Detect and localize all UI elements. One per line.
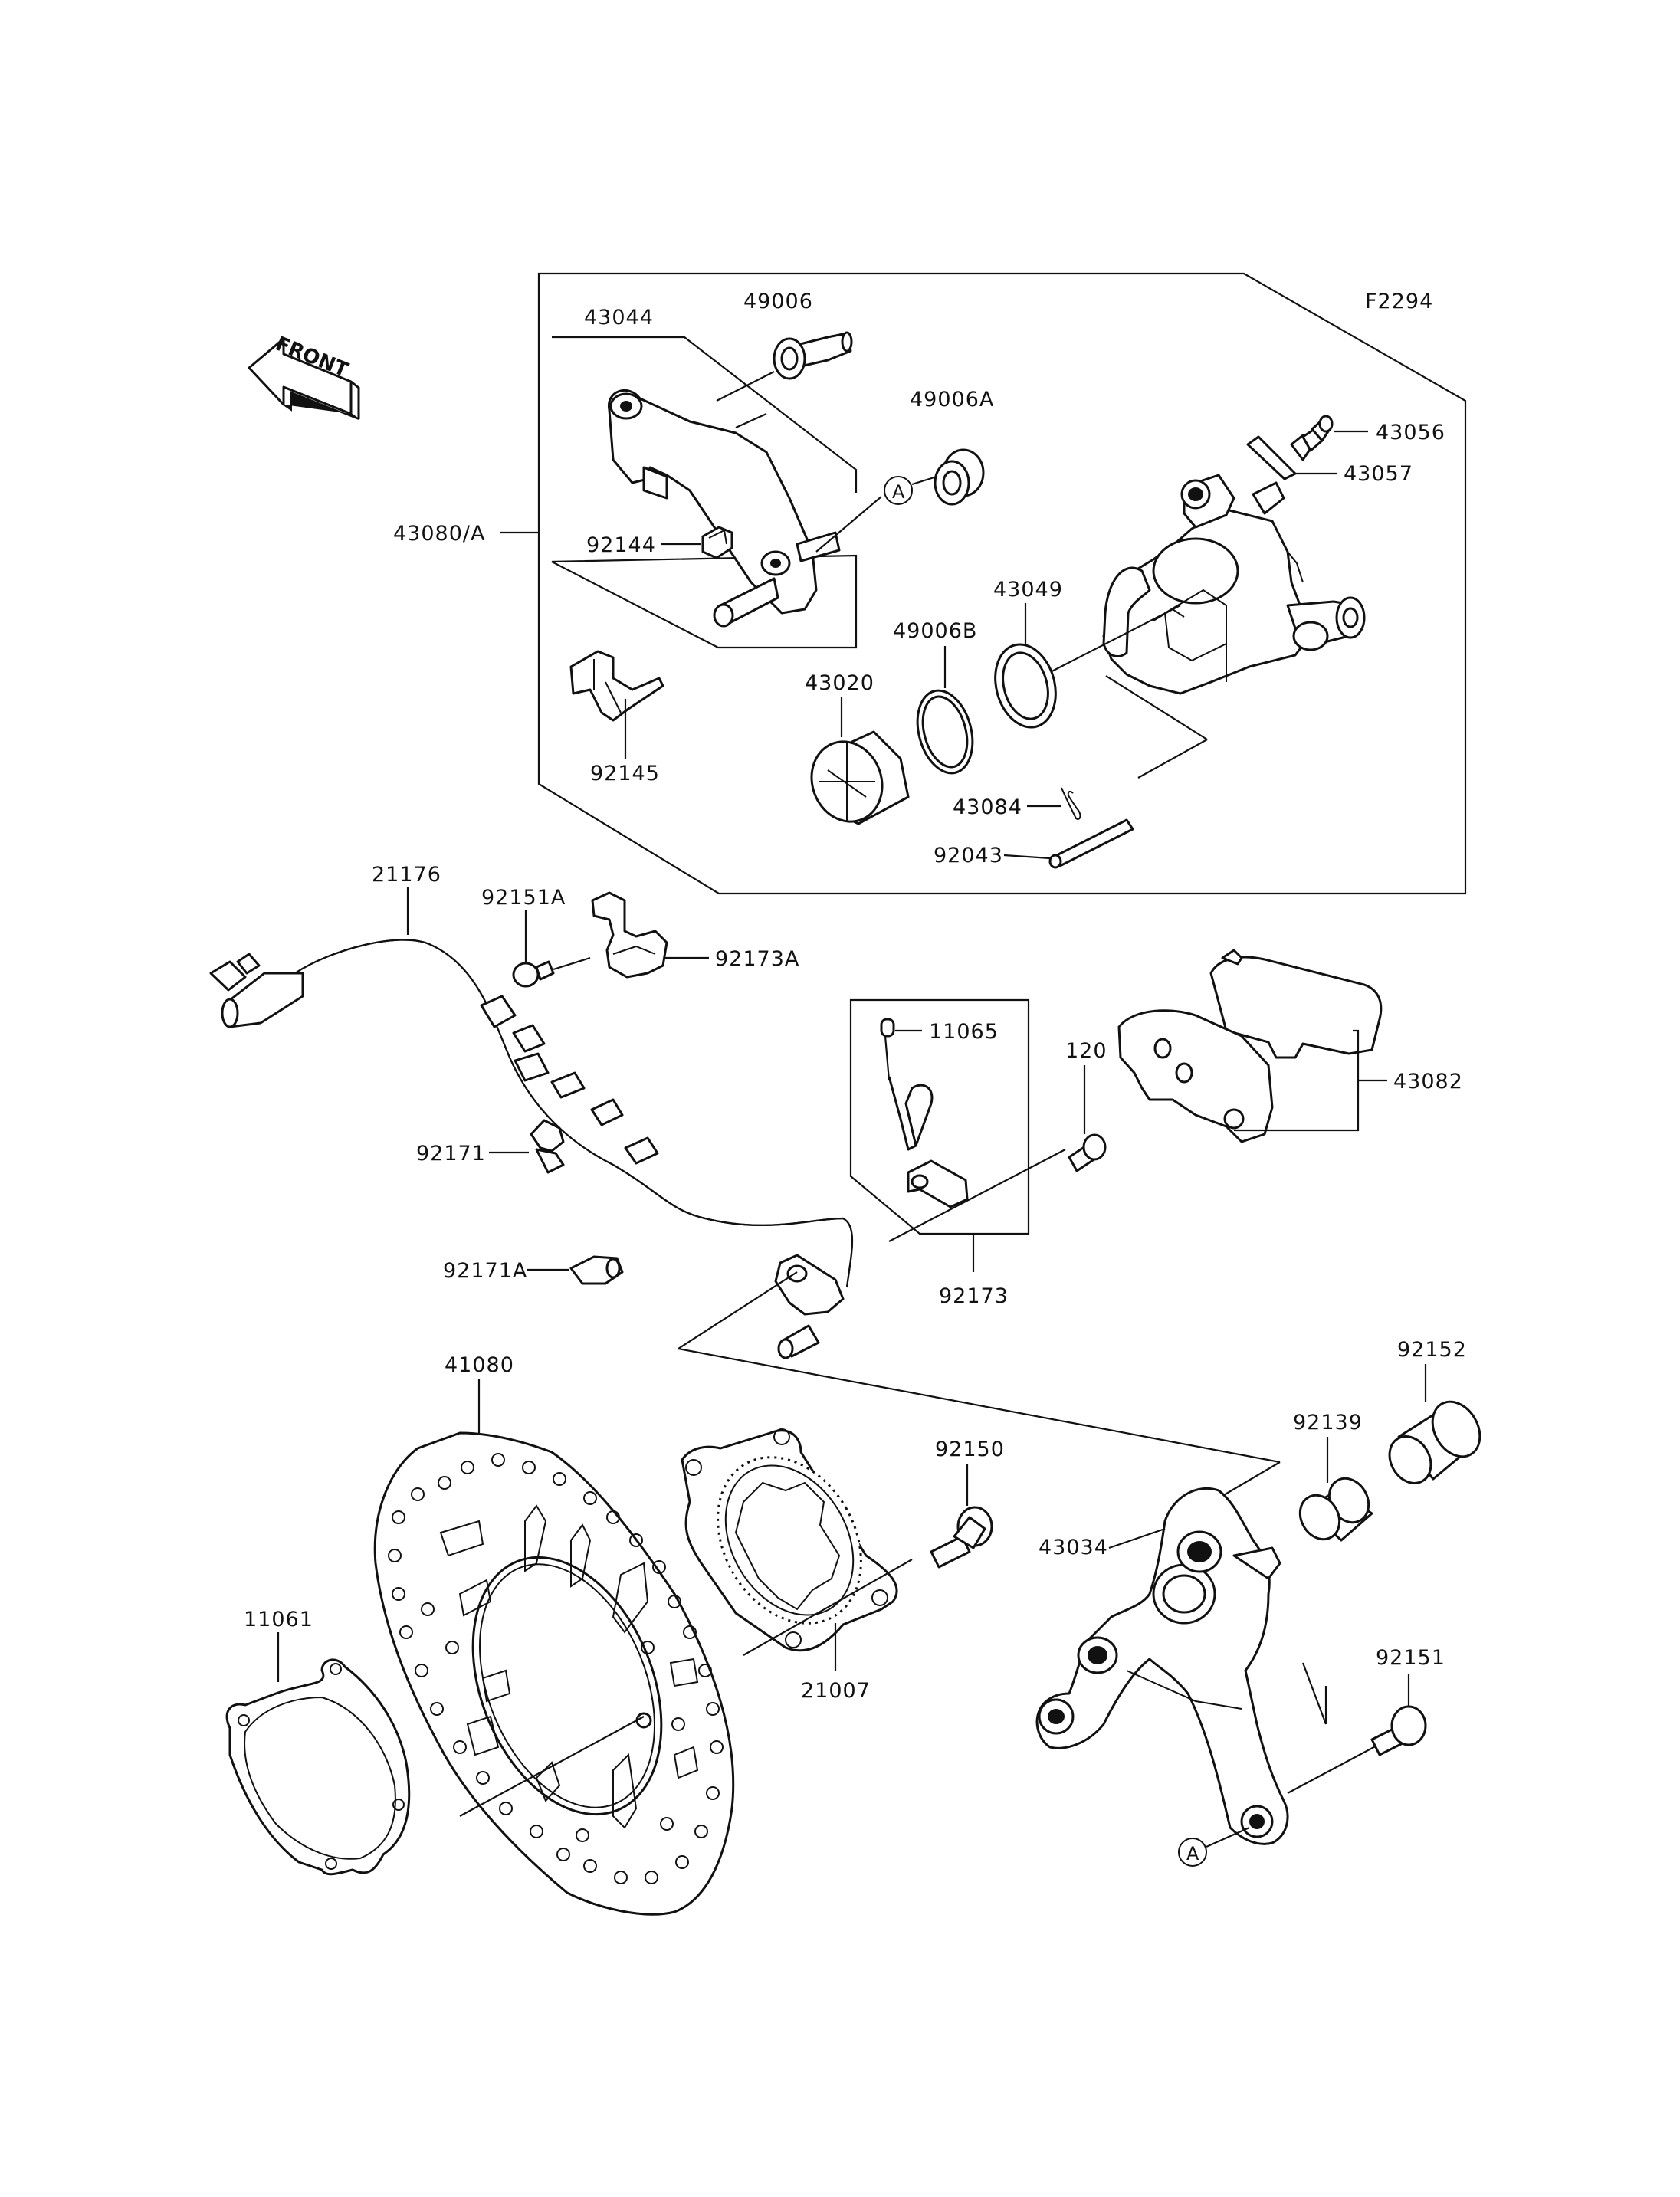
abs-rotor-21007 — [681, 1428, 898, 1652]
svg-text:A: A — [1186, 1843, 1199, 1864]
seal-49006B — [916, 689, 974, 775]
piston-43020 — [810, 730, 910, 825]
abs-sensor-21176 — [209, 939, 854, 1359]
label-43084: 43084 — [953, 795, 1022, 819]
label-92173: 92173 — [939, 1284, 1009, 1308]
label-43082: 43082 — [1393, 1070, 1463, 1094]
bolt-120 — [1068, 1133, 1107, 1172]
front-arrow-icon: FRONT — [248, 333, 360, 420]
tie-11065 — [880, 1018, 969, 1208]
label-92150: 92150 — [935, 1438, 1005, 1461]
brake-disc-41080 — [373, 1431, 735, 1916]
clamp-92173A — [591, 891, 668, 979]
label-21176: 21176 — [372, 863, 441, 887]
label-92144: 92144 — [586, 533, 656, 557]
caliper-mount-43034 — [1035, 1487, 1289, 1845]
label-92139: 92139 — [1293, 1411, 1363, 1435]
label-43020: 43020 — [805, 671, 874, 695]
clamp-92171 — [530, 1119, 565, 1174]
bolt-92151 — [1370, 1705, 1427, 1756]
label-43080A: 43080/A — [393, 522, 485, 546]
pin-92043 — [1048, 818, 1134, 869]
label-21007: 21007 — [801, 1679, 871, 1703]
grommet-92171A — [569, 1255, 624, 1285]
label-11065: 11065 — [929, 1020, 999, 1044]
label-43056: 43056 — [1376, 421, 1445, 444]
label-43057: 43057 — [1344, 462, 1413, 486]
slide-pin-49006 — [773, 331, 853, 380]
bolt-92151A — [512, 960, 555, 988]
collar-92152 — [1388, 1400, 1481, 1484]
boot-49006A — [934, 448, 985, 506]
gasket-11061 — [225, 1658, 411, 1876]
label-92171A: 92171A — [443, 1259, 527, 1283]
bush-92139 — [1298, 1477, 1373, 1542]
label-92151: 92151 — [1376, 1646, 1445, 1670]
label-92173A: 92173A — [715, 947, 799, 971]
callout-a-bottom: A — [1178, 1838, 1207, 1867]
label-120: 120 — [1065, 1039, 1107, 1063]
callout-a-top: A — [884, 476, 913, 505]
label-92043: 92043 — [934, 844, 1003, 867]
part-labels: 43044 49006 49006A 43056 43057 43080/A 9… — [244, 290, 1467, 1703]
bleeder-43056 — [1290, 415, 1334, 461]
label-92152: 92152 — [1397, 1338, 1467, 1362]
label-49006: 49006 — [743, 290, 813, 313]
diagram-code: F2294 — [1365, 290, 1433, 313]
bracket-group-frame — [551, 336, 858, 649]
clip-92144 — [701, 526, 733, 559]
seal-43049 — [994, 643, 1057, 729]
label-49006A: 49006A — [910, 388, 994, 412]
label-49006B: 49006B — [893, 619, 977, 643]
label-92145: 92145 — [590, 762, 660, 785]
bolt-92150 — [930, 1506, 993, 1569]
brake-pads-43082 — [1117, 949, 1383, 1143]
pad-spring-92145 — [569, 650, 664, 722]
caliper-bracket-43044 — [608, 389, 841, 628]
caliper-body — [1102, 474, 1366, 695]
caliper-assembly-frame — [537, 272, 1467, 895]
label-92151A: 92151A — [481, 886, 566, 910]
clip-43084 — [1061, 787, 1081, 820]
label-43044: 43044 — [584, 306, 654, 330]
label-11061: 11061 — [244, 1608, 313, 1631]
label-43034: 43034 — [1039, 1536, 1108, 1559]
svg-text:A: A — [892, 481, 905, 503]
label-41080: 41080 — [445, 1353, 514, 1377]
label-43049: 43049 — [993, 578, 1063, 602]
label-92171: 92171 — [416, 1142, 486, 1166]
